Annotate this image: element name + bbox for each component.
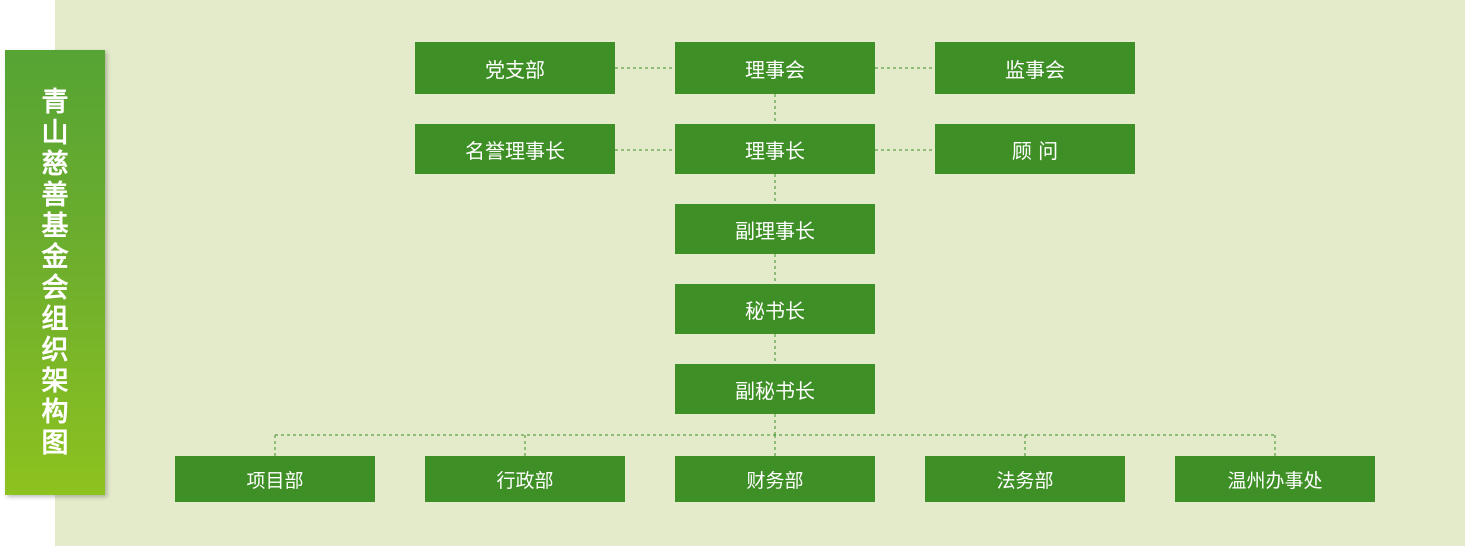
node-board: 理事会 [675,42,875,94]
node-deputy-secretary-general: 副秘书长 [675,364,875,414]
node-department-finance: 财务部 [675,456,875,502]
node-secretary-general: 秘书长 [675,284,875,334]
title-banner: 青山慈善基金会组织架构图 [5,50,105,495]
node-department-wenzhou-office: 温州办事处 [1175,456,1375,502]
node-vice-chairman: 副理事长 [675,204,875,254]
node-department-administration: 行政部 [425,456,625,502]
node-party-branch: 党支部 [415,42,615,94]
diagram-title: 青山慈善基金会组织架构图 [41,86,69,459]
node-department-legal: 法务部 [925,456,1125,502]
node-honorary-chair: 名誉理事长 [415,124,615,174]
node-department-projects: 项目部 [175,456,375,502]
node-chairman: 理事长 [675,124,875,174]
node-advisor: 顾 问 [935,124,1135,174]
node-supervisory-board: 监事会 [935,42,1135,94]
